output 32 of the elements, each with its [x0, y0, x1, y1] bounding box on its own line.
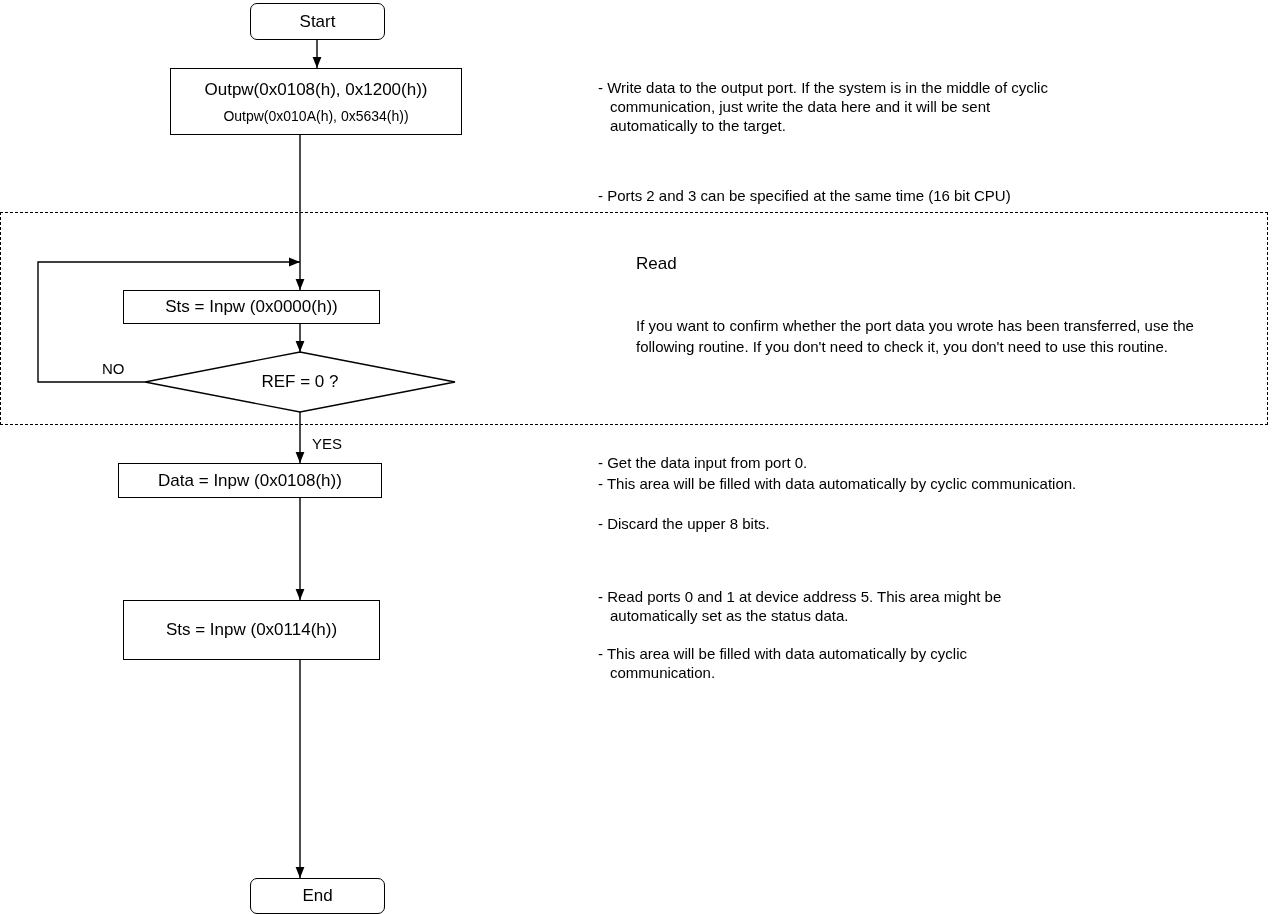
process-box — [123, 600, 380, 660]
condition-text: REF = 0 ? — [260, 372, 340, 392]
process-box — [123, 290, 380, 324]
terminal-box — [250, 878, 385, 914]
decision-diamond — [145, 352, 455, 412]
description-text: If you want to confirm whether the port data you wrote has been transferred, use the following routine. If you don't need to check it, you don't need to use this routine. — [636, 316, 1195, 357]
note-text: - This area will be filled with data automatically by cyclic communication. — [598, 474, 1078, 493]
note-text: - This area will be filled with data automatically by cyclic communication. — [598, 644, 969, 682]
process-text: Sts = Inpw (0x0114(h)) — [165, 620, 338, 640]
terminal-label: Start — [299, 11, 336, 32]
section-heading: Read — [636, 253, 678, 274]
note-text: - Discard the upper 8 bits. — [598, 514, 771, 533]
arrow — [295, 497, 305, 601]
process-text: Outpw(0x010A(h), 0x5634(h)) — [223, 107, 409, 124]
dashed-region — [0, 212, 1268, 425]
process-text: Outpw(0x0108(h), 0x1200(h)) — [204, 79, 428, 100]
terminal-box — [250, 3, 385, 40]
arrow — [295, 411, 305, 464]
note-text: - Read ports 0 and 1 at device address 5. This area might be automatically set as the status data. — [598, 587, 1003, 625]
note-text: - Write data to the output port. If the system is in the middle of cyclic communication, just write the data here and it will be sent automatically to the target. — [598, 78, 1049, 135]
terminal-label: End — [302, 886, 333, 906]
arrow — [37, 257, 301, 383]
process-box — [118, 463, 382, 498]
arrow — [295, 323, 305, 353]
process-text: Data = Inpw (0x0108(h)) — [158, 470, 342, 491]
arrow — [295, 134, 305, 291]
process-text: Sts = Inpw (0x0000(h)) — [165, 297, 338, 317]
note-text: - Get the data input from port 0. — [598, 453, 809, 472]
arrow — [295, 659, 305, 879]
process-box — [170, 68, 462, 135]
note-text: - Ports 2 and 3 can be specified at the same time (16 bit CPU) — [598, 186, 1012, 205]
arrow — [312, 39, 322, 69]
